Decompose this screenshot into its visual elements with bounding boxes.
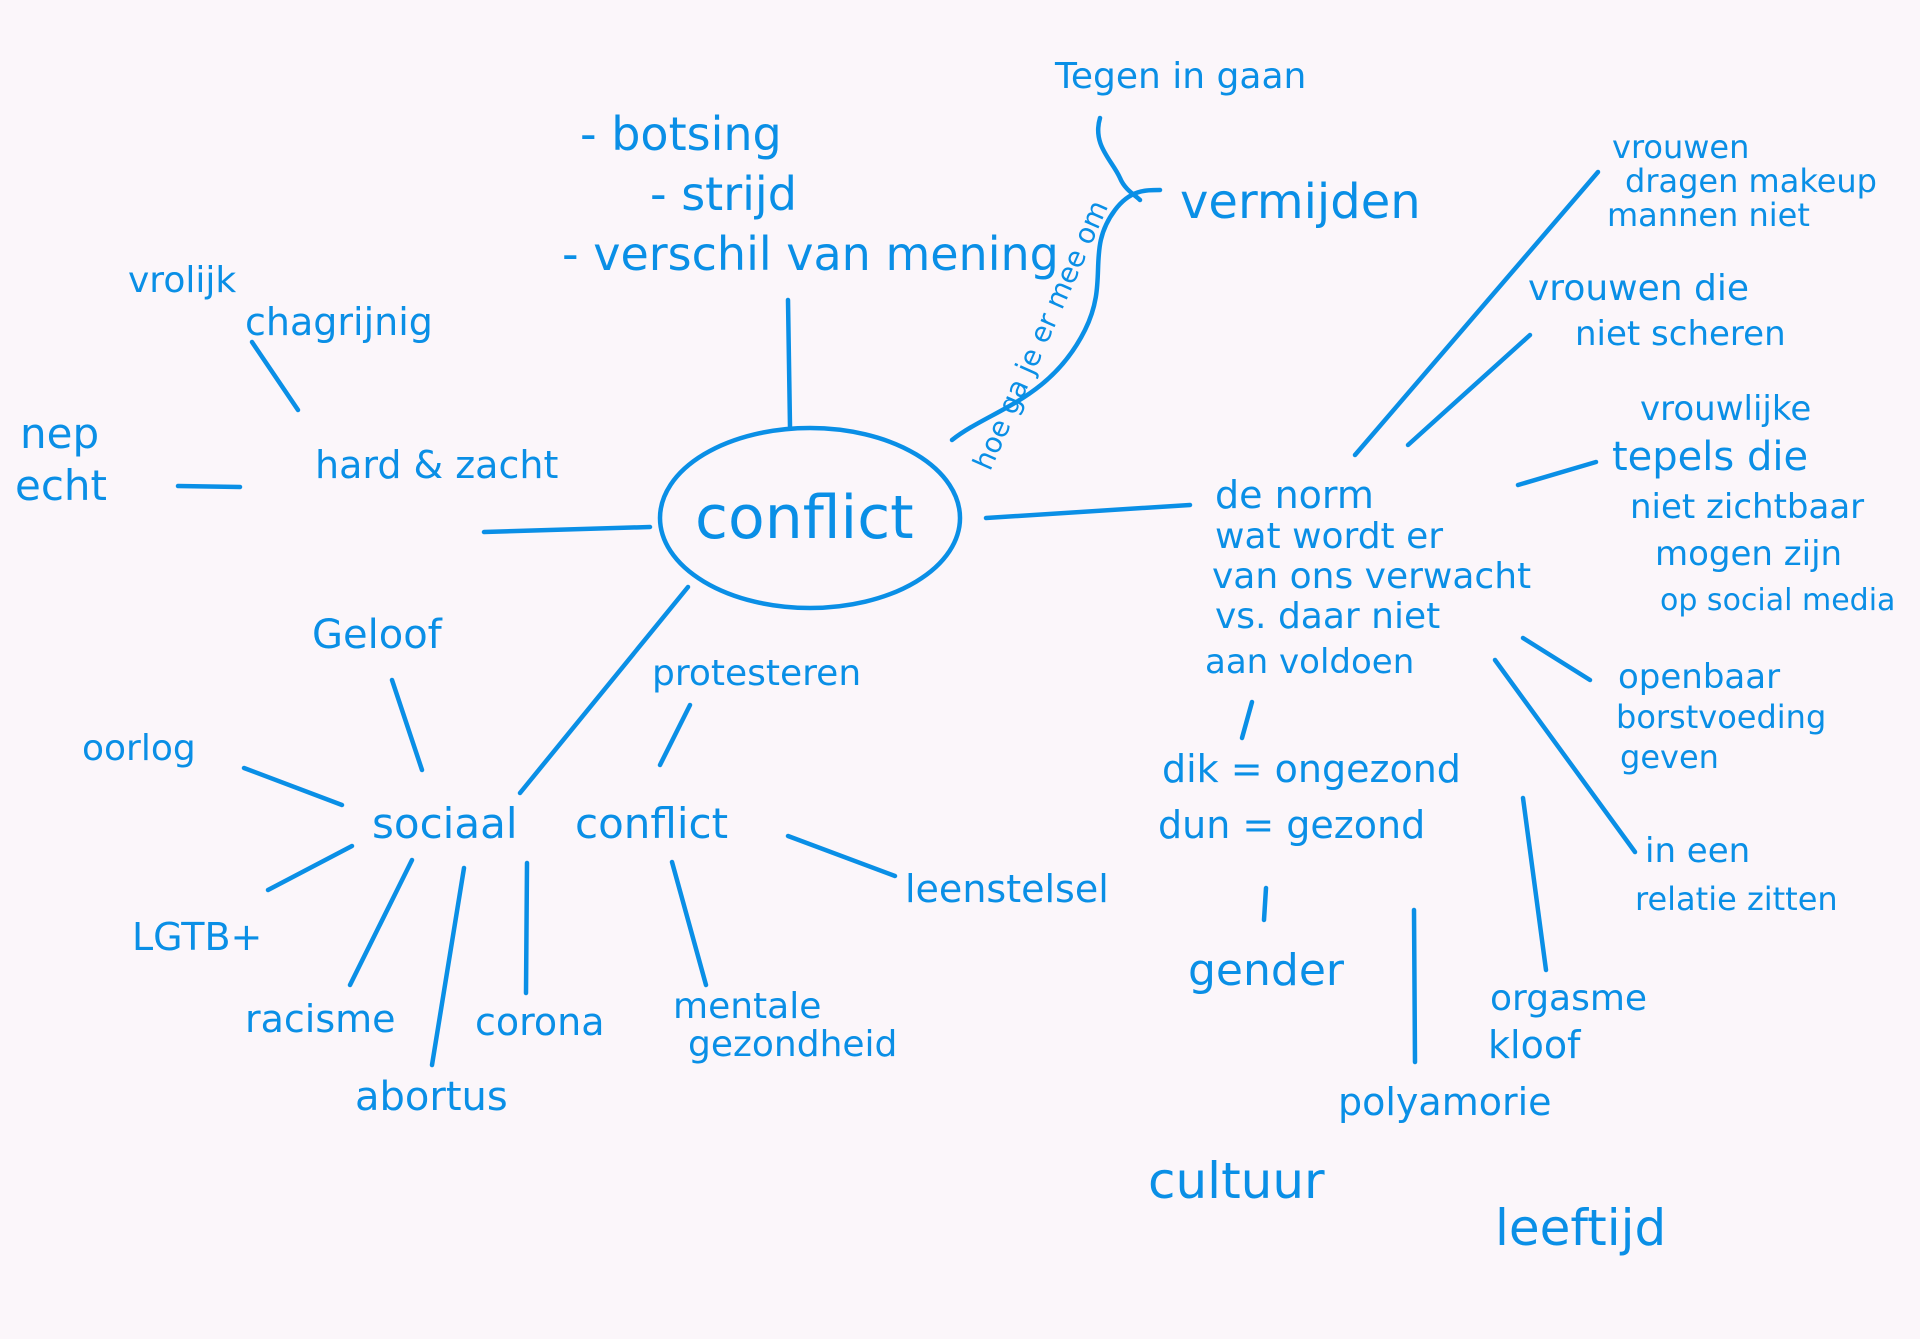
central-node-outline — [657, 425, 963, 611]
sociaal-group: sociaal conflict Geloof oorlog LGTB+ rac… — [82, 612, 1109, 1120]
mentale: mentale — [673, 986, 821, 1027]
connector-dik — [1239, 699, 1255, 741]
makeup-line-1: vrouwen — [1612, 128, 1749, 166]
connector-norm — [983, 502, 1193, 521]
vrolijk: vrolijk — [128, 260, 236, 301]
makeup-line-3: mannen niet — [1607, 196, 1810, 234]
norm-group: de norm wat wordt er van ons verwacht vs… — [1148, 128, 1895, 1257]
borst-line-2: borstvoeding — [1616, 698, 1826, 736]
norm-line-2: wat wordt er — [1215, 516, 1443, 557]
connector-lgtb — [265, 843, 355, 893]
connector-borst — [1520, 635, 1593, 683]
gezondheid: gezondheid — [688, 1024, 897, 1065]
connector-relatie — [1492, 657, 1638, 855]
polyamorie: polyamorie — [1338, 1080, 1552, 1124]
relatie-line-1: in een — [1645, 831, 1750, 871]
lgtb: LGTB+ — [132, 915, 262, 959]
connector-lines — [175, 115, 1638, 1068]
connector-corona — [523, 860, 530, 996]
oorlog: oorlog — [82, 728, 196, 769]
protesteren: protesteren — [652, 653, 861, 694]
scheren-line-1: vrouwen die — [1528, 268, 1749, 309]
connector-oorlog — [241, 765, 345, 808]
borst-line-1: openbaar — [1618, 657, 1780, 697]
corona: corona — [475, 1000, 605, 1044]
norm-line-4: vs. daar niet — [1215, 596, 1440, 637]
chagrijnig: chagrijnig — [245, 300, 433, 344]
leeftijd: leeftijd — [1495, 1199, 1666, 1257]
abortus: abortus — [355, 1074, 508, 1120]
tepels-line-2: tepels die — [1612, 434, 1808, 480]
borst-line-3: geven — [1620, 738, 1719, 776]
hardzacht-label: hard & zacht — [315, 443, 558, 487]
norm-line-3: van ons verwacht — [1212, 556, 1531, 597]
norm-line-5: aan voldoen — [1205, 642, 1414, 682]
kloof: kloof — [1488, 1023, 1582, 1067]
tepels-line-1: vrouwlijke — [1640, 389, 1811, 429]
connector-abortus — [429, 865, 467, 1068]
geloof: Geloof — [312, 612, 443, 658]
connector-gender — [1261, 885, 1269, 923]
connector-geloof — [389, 677, 425, 773]
gender: gender — [1188, 945, 1345, 996]
connector-racisme — [347, 857, 415, 988]
tepels-line-5: op social media — [1660, 583, 1895, 618]
relatie-line-2: relatie zitten — [1635, 880, 1838, 918]
connector-hardzacht — [481, 524, 653, 535]
tegen-in-gaan: Tegen in gaan — [1054, 56, 1306, 97]
orgasme: orgasme — [1490, 978, 1647, 1019]
echt: echt — [15, 461, 107, 510]
racisme: racisme — [245, 997, 396, 1041]
connector-makeup — [1352, 169, 1601, 458]
connector-leenstelsel — [785, 833, 898, 879]
hardzacht-group: vrolijk chagrijnig nep echt hard & zacht — [15, 260, 558, 510]
makeup-line-2: dragen makeup — [1625, 162, 1877, 200]
definition-botsing: - botsing — [580, 107, 782, 161]
cultuur: cultuur — [1148, 1152, 1325, 1210]
nep: nep — [20, 409, 99, 458]
connector-mentale — [669, 859, 709, 988]
sociaal-conflict-label: conflict — [575, 799, 728, 848]
dik-ongezond: dik = ongezond — [1162, 747, 1461, 791]
connector-chagrijnig — [249, 339, 301, 413]
connector-definition — [785, 297, 793, 430]
connector-protesteren — [657, 702, 693, 768]
vermijden-label: vermijden — [1180, 174, 1421, 230]
connector-polyamorie — [1411, 907, 1418, 1065]
scheren-line-2: niet scheren — [1575, 314, 1786, 354]
tepels-line-3: niet zichtbaar — [1630, 487, 1864, 527]
definition-strijd: - strijd — [650, 167, 797, 221]
definition-group: - botsing - strijd - verschil van mening — [562, 107, 1059, 281]
definition-verschil: - verschil van mening — [562, 227, 1059, 281]
dun-gezond: dun = gezond — [1158, 803, 1425, 847]
connector-orgasme — [1520, 795, 1549, 973]
connector-tegen — [1096, 115, 1143, 203]
connector-tepels — [1515, 459, 1599, 488]
central-node-label: conflict — [695, 483, 914, 553]
connector-sociaal — [517, 584, 691, 796]
connector-nep — [175, 483, 243, 490]
leenstelsel: leenstelsel — [905, 867, 1109, 911]
connector-vermijden — [949, 187, 1163, 443]
norm-line-1: de norm — [1215, 473, 1374, 517]
tepels-line-4: mogen zijn — [1655, 534, 1842, 574]
connector-scheren — [1405, 332, 1533, 448]
sociaal-label: sociaal — [372, 799, 517, 848]
